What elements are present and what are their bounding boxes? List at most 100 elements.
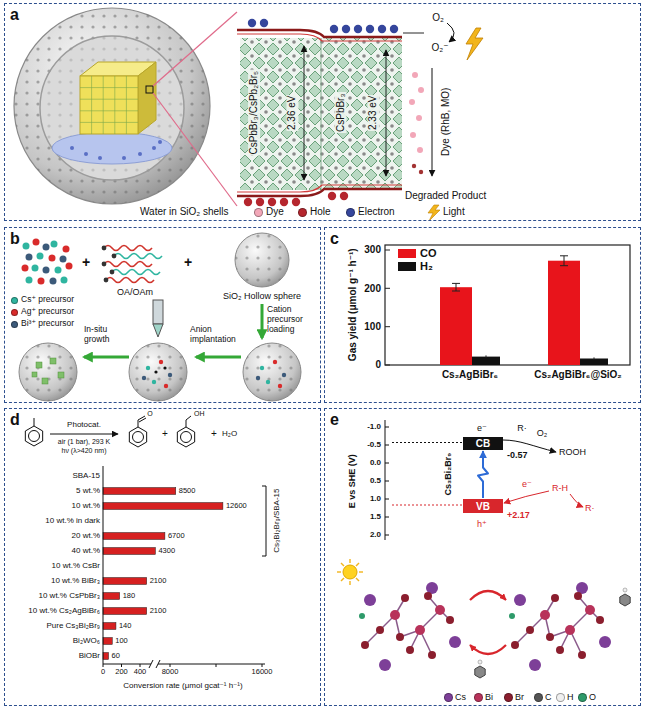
sun-icon bbox=[341, 563, 344, 566]
heterojunction-bands bbox=[268, 198, 276, 206]
perovskite-cube bbox=[91, 76, 92, 134]
legend-text: H₂ bbox=[420, 260, 433, 273]
heterojunction-bands bbox=[237, 185, 402, 192]
figure-label: 0 bbox=[101, 668, 105, 677]
precursor-cluster bbox=[61, 277, 68, 284]
silica-sphere bbox=[14, 8, 210, 204]
figure-label: -1.0 bbox=[367, 422, 381, 431]
figure-label: 400 bbox=[134, 668, 147, 677]
figure-label: ROOH bbox=[559, 447, 586, 457]
figure-label: 10 wt.% Cs₂AgBiBr₆ bbox=[28, 606, 100, 615]
legend-swatch bbox=[444, 693, 453, 702]
figure-label: In-situ growth bbox=[84, 325, 130, 345]
precursor-cluster bbox=[22, 239, 73, 285]
energy-diagram bbox=[570, 494, 583, 507]
figure-label: 4300 bbox=[158, 547, 175, 556]
band-box: CB bbox=[463, 437, 503, 450]
perovskite-cube bbox=[80, 12, 237, 206]
panel-frame: eCBVB bbox=[324, 408, 641, 706]
figure-label: 10 wt.% BiBr₃ bbox=[51, 576, 100, 585]
legend-swatch bbox=[504, 693, 513, 702]
reaction-scheme bbox=[50, 434, 118, 435]
precursor-cluster bbox=[50, 278, 57, 285]
bar-chart-d bbox=[103, 533, 165, 540]
ligand-chains bbox=[102, 246, 162, 283]
sun-icon bbox=[356, 578, 359, 581]
pipette bbox=[153, 300, 163, 324]
hollow-spheres bbox=[243, 343, 301, 401]
bar-chart-c bbox=[385, 250, 390, 251]
bar-chart-d bbox=[103, 488, 176, 495]
legend-swatch bbox=[11, 321, 18, 328]
bar-chart-d bbox=[103, 548, 155, 555]
figure-label: 8500 bbox=[179, 487, 196, 496]
pipette bbox=[153, 300, 163, 337]
figure-label: Cation precursor loading bbox=[267, 305, 315, 334]
sun-icon bbox=[359, 571, 363, 572]
toluene-molecules bbox=[475, 588, 630, 678]
bar-chart-d bbox=[103, 503, 223, 510]
precursor-cluster bbox=[32, 265, 39, 272]
process-arrows bbox=[261, 304, 264, 338]
silica-sphere bbox=[138, 152, 142, 156]
energy-diagram bbox=[385, 427, 389, 535]
legend-swatch bbox=[11, 309, 18, 316]
perovskite-cube bbox=[114, 76, 115, 134]
crystal-cluster bbox=[364, 582, 461, 671]
bar-chart-c bbox=[385, 245, 630, 365]
figure-label: 200 bbox=[115, 668, 128, 677]
energy-diagram bbox=[504, 491, 549, 503]
perovskite-cube bbox=[138, 62, 156, 134]
figure-label: E vs SHE (V) bbox=[347, 454, 357, 508]
figure-label: e⁻ bbox=[477, 423, 487, 433]
bar-chart-d bbox=[158, 664, 265, 665]
figure-label: 40 wt.% bbox=[72, 546, 100, 555]
bar-chart-d bbox=[103, 664, 104, 667]
process-arrows bbox=[196, 356, 241, 359]
figure-label: Cs₃Bi₂Br₉ bbox=[443, 453, 453, 496]
crystal-cluster bbox=[359, 613, 365, 619]
figure-label: 6700 bbox=[168, 532, 185, 541]
crystal-cluster bbox=[424, 592, 432, 600]
legend-swatch bbox=[556, 693, 565, 702]
figure-label: 140 bbox=[119, 622, 132, 631]
figure-label: Cs₂AgBiBr₆@SiO₂ bbox=[534, 369, 622, 381]
sun-icon bbox=[337, 571, 341, 572]
bar-chart-c bbox=[385, 288, 390, 289]
cycle-arrows bbox=[470, 591, 506, 654]
heterojunction-bands bbox=[342, 25, 350, 33]
figure-label: 180 bbox=[123, 592, 136, 601]
perovskite-cube bbox=[80, 110, 138, 111]
legend-text: Cs⁺ precursor bbox=[21, 295, 74, 305]
legend-swatch bbox=[346, 208, 355, 217]
silica-sphere bbox=[40, 36, 184, 180]
figure-label: 200 bbox=[364, 283, 381, 295]
crystal-cluster bbox=[415, 625, 425, 635]
figure-label: Anion implantation bbox=[190, 325, 246, 345]
legend-swatch bbox=[11, 297, 18, 304]
crystal-cluster bbox=[365, 596, 450, 655]
reaction-scheme bbox=[177, 427, 194, 447]
bar-chart-c bbox=[440, 287, 472, 365]
heterojunction-bands bbox=[340, 192, 348, 200]
heterojunction-bands bbox=[412, 164, 423, 174]
precursor-cluster bbox=[43, 244, 50, 251]
heterojunction-bands bbox=[237, 19, 483, 206]
figure-label: + bbox=[82, 254, 90, 270]
reaction-scheme bbox=[181, 432, 192, 443]
hollow-spheres bbox=[42, 378, 48, 384]
bar-chart-c bbox=[472, 357, 500, 365]
legend-swatch bbox=[254, 208, 263, 217]
silica-sphere bbox=[152, 146, 156, 150]
bar-chart-d bbox=[103, 638, 112, 645]
bar-chart-d bbox=[262, 664, 263, 667]
perovskite-cube bbox=[80, 76, 138, 134]
hollow-spheres bbox=[243, 343, 301, 401]
band-box: VB bbox=[463, 499, 503, 513]
heterojunction-bands bbox=[244, 192, 348, 206]
hollow-spheres bbox=[19, 343, 77, 401]
hollow-spheres bbox=[36, 362, 42, 368]
precursor-cluster bbox=[60, 256, 67, 263]
precursor-cluster bbox=[66, 263, 73, 270]
